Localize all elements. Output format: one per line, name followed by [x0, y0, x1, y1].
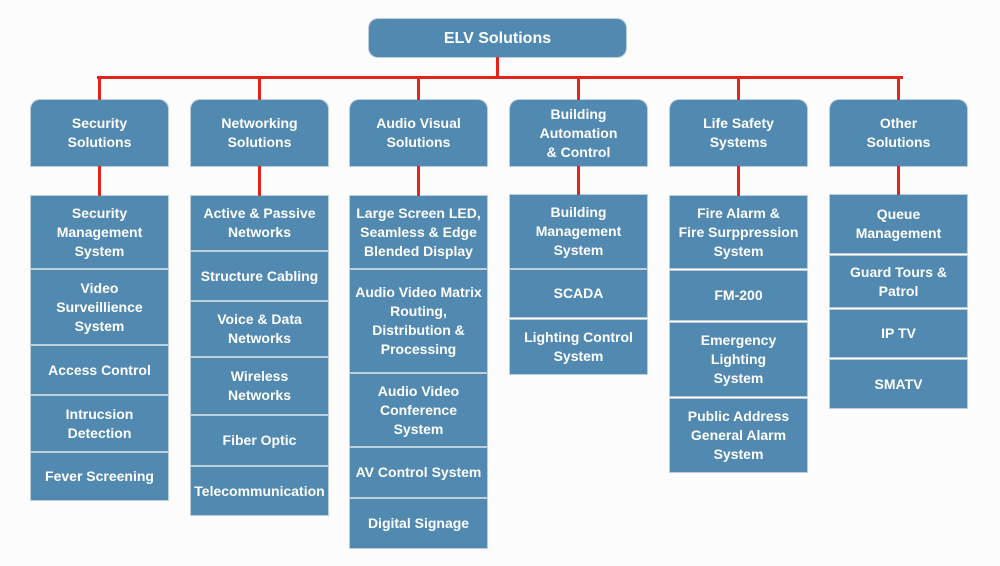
item-fire-alarm-fire-surppression-system: Fire Alarm & Fire Surppression System: [670, 196, 807, 268]
category-connector: [577, 77, 580, 100]
item-voice-data-networks: Voice & Data Networks: [191, 302, 328, 356]
item-ip-tv: IP TV: [830, 310, 967, 357]
category-networking-solutions: Networking Solutions: [191, 100, 328, 166]
item-scada: SCADA: [510, 270, 647, 317]
item-access-control: Access Control: [31, 346, 168, 394]
root-node: ELV Solutions: [369, 19, 626, 57]
child-connector: [577, 166, 580, 195]
category-other-solutions: Other Solutions: [830, 100, 967, 166]
category-connector: [417, 77, 420, 100]
child-connector: [98, 166, 101, 196]
category-connector: [258, 77, 261, 100]
category-audio-visual-solutions: Audio Visual Solutions: [350, 100, 487, 166]
item-fever-screening: Fever Screening: [31, 453, 168, 500]
child-connector: [258, 166, 261, 196]
item-emergency-lighting-system: Emergency Lighting System: [670, 323, 807, 396]
category-connector: [737, 77, 740, 100]
item-telecommunication: Telecommunication: [191, 467, 328, 515]
item-queue-management: Queue Management: [830, 195, 967, 253]
item-public-address-general-alarm-system: Public Address General Alarm System: [670, 399, 807, 472]
item-structure-cabling: Structure Cabling: [191, 252, 328, 300]
item-audio-video-matrix-routing-distribution-processing: Audio Video Matrix Routing, Distribution…: [350, 270, 487, 372]
child-connector: [737, 166, 740, 196]
item-video-surveillience-system: Video Surveillience System: [31, 270, 168, 344]
root-connector: [496, 57, 499, 79]
item-av-control-system: AV Control System: [350, 448, 487, 497]
category-connector: [897, 77, 900, 100]
category-life-safety-systems: Life Safety Systems: [670, 100, 807, 166]
item-digital-signage: Digital Signage: [350, 499, 487, 548]
item-wireless-networks: Wireless Networks: [191, 358, 328, 414]
item-lighting-control-system: Lighting Control System: [510, 320, 647, 374]
item-guard-tours-patrol: Guard Tours & Patrol: [830, 256, 967, 307]
item-audio-video-conference-system: Audio Video Conference System: [350, 374, 487, 446]
category-building-automation-control: Building Automation & Control: [510, 100, 647, 166]
category-security-solutions: Security Solutions: [31, 100, 168, 166]
item-smatv: SMATV: [830, 360, 967, 408]
item-building-management-system: Building Management System: [510, 195, 647, 268]
item-large-screen-led-seamless-edge-blended-display: Large Screen LED, Seamless & Edge Blende…: [350, 196, 487, 268]
category-connector: [98, 77, 101, 100]
item-active-passive-networks: Active & Passive Networks: [191, 196, 328, 250]
item-fiber-optic: Fiber Optic: [191, 416, 328, 465]
child-connector: [897, 166, 900, 195]
item-security-management-system: Security Management System: [31, 196, 168, 268]
item-intrucsion-detection: Intrucsion Detection: [31, 396, 168, 451]
item-fm-200: FM-200: [670, 271, 807, 320]
child-connector: [417, 166, 420, 196]
horizontal-connector: [97, 76, 903, 79]
